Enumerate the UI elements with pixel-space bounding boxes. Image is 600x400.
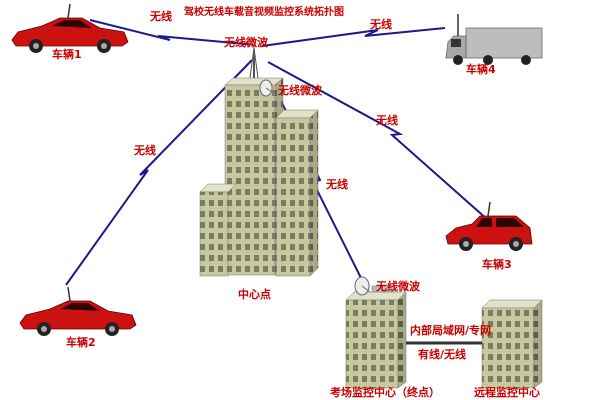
link-label-car2: 无线 <box>134 144 156 157</box>
link-label-exam-microwave: 无线微波 <box>376 280 420 293</box>
exam-center-building <box>345 276 407 389</box>
link-car2-tower <box>65 59 253 286</box>
link-car3-tower <box>267 61 489 221</box>
node-label-remote-center: 远程监控中心 <box>474 386 540 399</box>
link-label-center-car3: 无线 <box>326 178 348 191</box>
node-label-car3: 车辆3 <box>482 258 512 271</box>
car1-icon <box>11 3 129 53</box>
node-label-exam-center: 考场监控中心（终点） <box>330 386 440 399</box>
truck4-icon <box>445 14 543 65</box>
node-label-center: 中心点 <box>238 288 271 301</box>
link-label-car3: 无线 <box>376 114 398 127</box>
link-label-lan: 内部局域网/专网 <box>410 324 492 337</box>
link-truck4-tower <box>261 27 446 47</box>
center-building <box>199 39 319 277</box>
car2-icon <box>19 286 137 336</box>
link-label-truck4: 无线 <box>370 18 392 31</box>
car3-icon <box>445 201 533 251</box>
remote-center-building <box>481 299 543 389</box>
link-label-wired: 有线/无线 <box>418 348 467 361</box>
link-car1-tower <box>89 19 257 46</box>
node-label-truck4: 车辆4 <box>466 63 496 76</box>
node-label-car1: 车辆1 <box>52 48 82 61</box>
diagram-title: 驾校无线车载音视频监控系统拓扑图 <box>184 7 344 18</box>
link-label-dish-microwave: 无线微波 <box>278 84 322 97</box>
link-label-car1: 无线 <box>150 10 172 23</box>
link-label-top-microwave: 无线微波 <box>224 36 268 49</box>
node-label-car2: 车辆2 <box>66 336 96 349</box>
